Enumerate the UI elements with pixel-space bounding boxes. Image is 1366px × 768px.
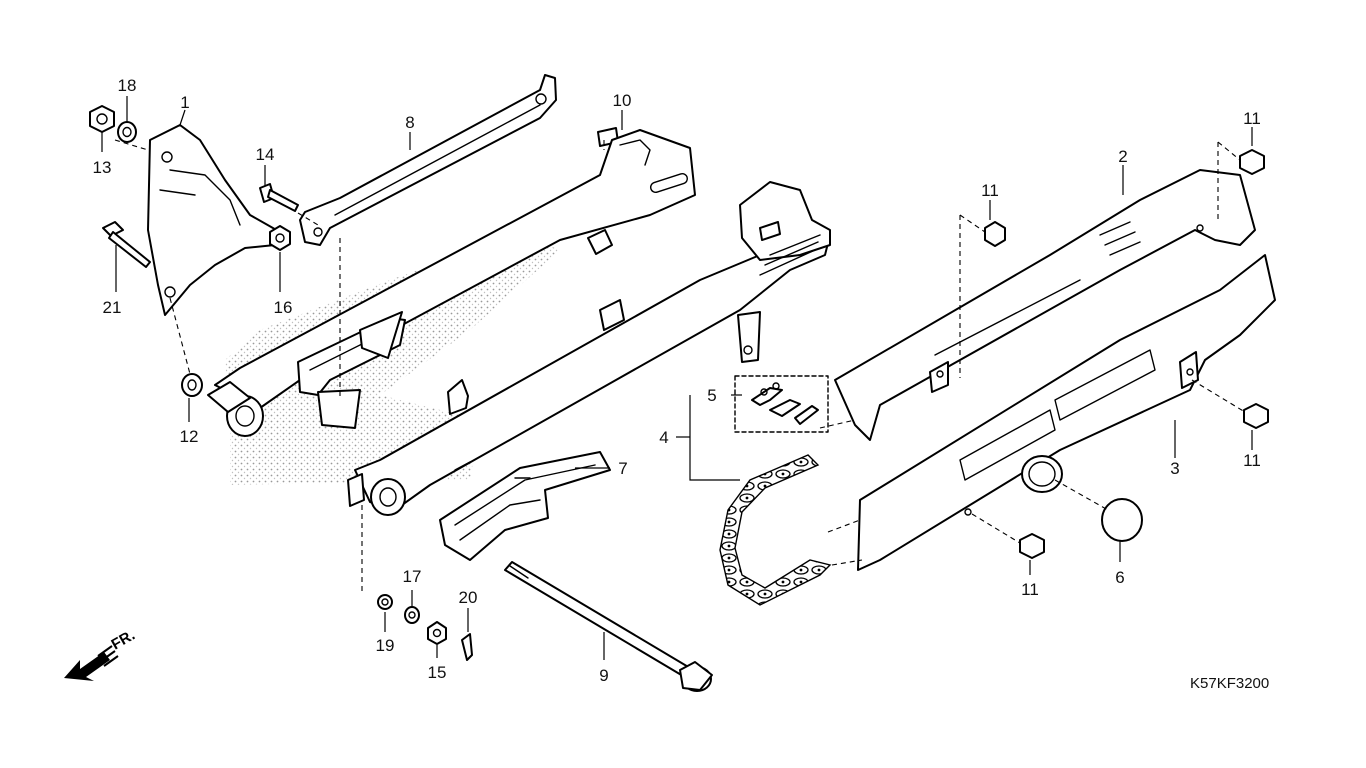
bolt-11-c xyxy=(1243,403,1269,429)
callout-20: 20 xyxy=(459,588,478,607)
chain-guide-plate xyxy=(147,124,281,316)
callout-2: 2 xyxy=(1118,147,1127,166)
pivot-bolt-9 xyxy=(504,561,713,692)
callout-21: 21 xyxy=(103,298,122,317)
swingarm xyxy=(207,129,831,516)
callout-5: 5 xyxy=(707,386,716,405)
flange-nut-13 xyxy=(89,105,115,133)
callout-17: 17 xyxy=(403,567,422,586)
callout-11-d: 11 xyxy=(1021,580,1039,599)
callout-3: 3 xyxy=(1170,459,1179,478)
cap-6 xyxy=(1101,498,1143,542)
bolt-11-b xyxy=(1239,149,1265,175)
front-label: FR. xyxy=(109,627,138,654)
drive-chain-4 xyxy=(719,454,832,606)
callout-9: 9 xyxy=(599,666,608,685)
callout-11-b: 11 xyxy=(1243,109,1261,128)
front-direction-indicator: FR. xyxy=(64,627,138,681)
bolt-14 xyxy=(259,183,299,212)
callout-19: 19 xyxy=(376,636,395,655)
washer-18 xyxy=(117,121,137,143)
callout-8: 8 xyxy=(405,113,414,132)
callout-13: 13 xyxy=(93,158,112,177)
stay-8 xyxy=(299,74,557,246)
cotter-pin-20 xyxy=(461,633,473,661)
callout-1: 1 xyxy=(180,93,189,112)
collar-12 xyxy=(181,373,203,397)
leader-lines xyxy=(101,96,1253,660)
callout-6: 6 xyxy=(1115,568,1124,587)
callout-4: 4 xyxy=(659,428,668,447)
callout-14: 14 xyxy=(256,145,275,164)
callout-16: 16 xyxy=(274,298,293,317)
chain-case-upper-2 xyxy=(834,169,1256,441)
washer-19 xyxy=(377,594,393,610)
bolt-11-d xyxy=(1019,533,1045,559)
callout-labels: 1 2 3 4 5 6 7 8 9 10 11 11 11 11 12 13 1… xyxy=(93,76,1261,685)
callout-15: 15 xyxy=(428,663,447,682)
arrow-down-left-icon xyxy=(64,645,119,681)
bolt-21 xyxy=(102,221,151,268)
callout-18: 18 xyxy=(118,76,137,95)
callout-7: 7 xyxy=(618,459,627,478)
washer-17 xyxy=(404,606,420,624)
diagram-code: K57KF3200 xyxy=(1190,675,1269,692)
callout-11-a: 11 xyxy=(981,181,999,200)
bolt-11-a xyxy=(984,221,1006,247)
callout-10: 10 xyxy=(613,91,632,110)
nut-16 xyxy=(269,225,291,251)
chain-case-lower-3 xyxy=(857,254,1276,571)
callout-11-c: 11 xyxy=(1243,451,1261,470)
callout-12: 12 xyxy=(180,427,199,446)
chain-slider-7 xyxy=(439,451,611,561)
master-link-5 xyxy=(734,375,829,433)
nut-15 xyxy=(427,621,447,645)
